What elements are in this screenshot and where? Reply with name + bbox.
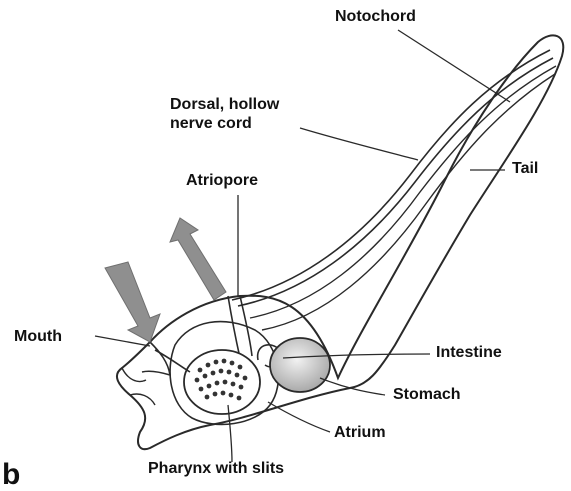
leader-nerve-cord	[300, 128, 418, 160]
label-atriopore: Atriopore	[186, 172, 258, 190]
label-nerve-cord-line2: nerve cord	[170, 115, 252, 133]
panel-letter: b	[2, 460, 20, 490]
stomach-shape	[270, 338, 330, 392]
pharynx-shape	[184, 350, 260, 414]
label-mouth: Mouth	[14, 328, 62, 346]
label-atrium: Atrium	[334, 424, 386, 442]
label-stomach: Stomach	[393, 386, 461, 404]
label-notochord: Notochord	[335, 8, 416, 26]
label-pharynx: Pharynx with slits	[148, 460, 284, 478]
outflow-arrow	[170, 218, 226, 300]
label-tail: Tail	[512, 160, 538, 178]
leader-notochord	[398, 30, 510, 102]
inflow-arrow	[105, 262, 160, 342]
label-intestine: Intestine	[436, 344, 502, 362]
label-nerve-cord-line1: Dorsal, hollow	[170, 96, 279, 114]
